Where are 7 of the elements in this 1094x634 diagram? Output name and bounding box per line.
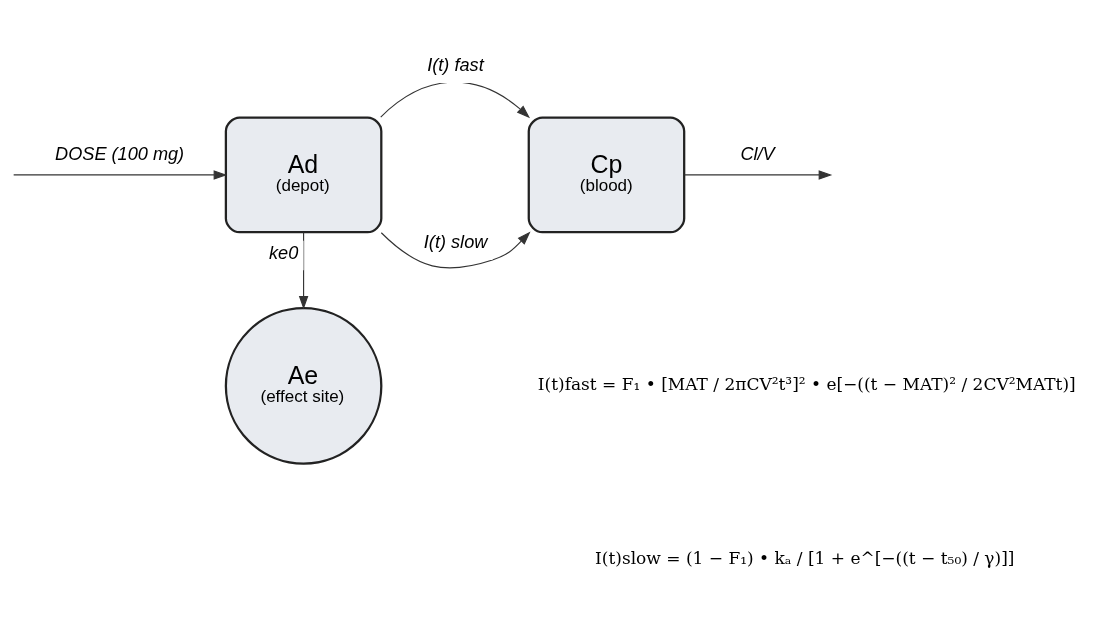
label: I(t)slow = (1 − F₁) • kₐ / [1 + e^[−((t − t₅₀) / γ)]] bbox=[595, 548, 1015, 569]
edge-label: I(t) slow bbox=[423, 232, 488, 253]
edge-label: I(t) fast bbox=[427, 55, 484, 76]
edge-label: Cl/V bbox=[740, 143, 775, 164]
label: I(t)fast = F₁ • [MAT / 2πCV²t³]² • e[−((t − MAT)² / 2CV²MATt)] bbox=[537, 373, 1076, 394]
edge-label: DOSE (100 mg) bbox=[55, 143, 185, 164]
edge-label: ke0 bbox=[268, 242, 299, 263]
